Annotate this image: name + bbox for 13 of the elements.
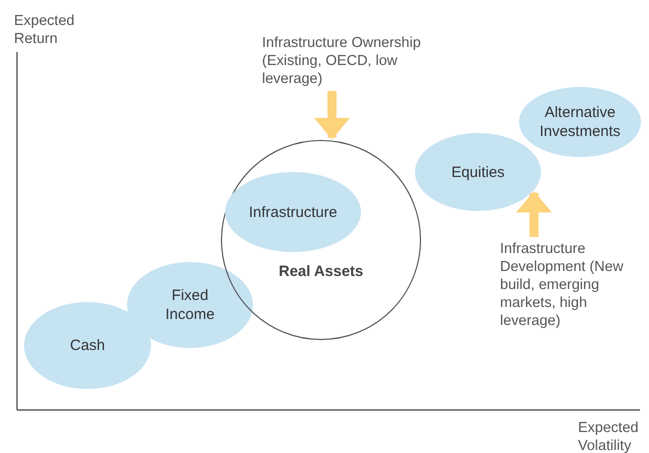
axis-label: Expected Volatility: [578, 419, 640, 453]
group-circle: [221, 140, 421, 340]
asset-ellipse: Fixed Income: [127, 262, 253, 348]
asset-ellipse: Cash: [24, 302, 151, 389]
arrow: [314, 91, 350, 140]
asset-ellipse: Equities: [415, 133, 541, 211]
arrow: [516, 191, 552, 237]
annotation-text: Infrastructure Development (New build, emerging markets, high leverage): [500, 240, 625, 330]
asset-ellipse: Infrastructure: [225, 172, 361, 252]
annotation-text: Infrastructure Ownership (Existing, OECD, low leverage): [262, 34, 427, 88]
group-label: Real Assets: [278, 263, 364, 280]
axis-label: Expected Return: [14, 12, 76, 48]
asset-ellipse: Alternative Investments: [519, 87, 641, 157]
